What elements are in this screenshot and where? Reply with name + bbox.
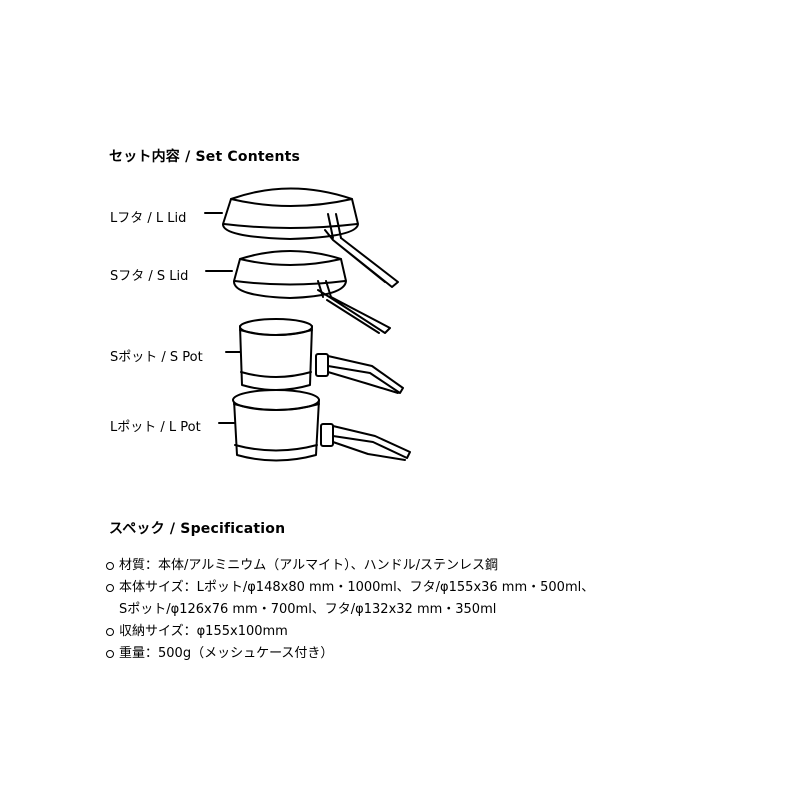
- spec-item-body-size: 本体サイズ：Lポット/φ148x80 mm・1000ml、フタ/φ155x36 …: [106, 577, 594, 621]
- l-lid-drawing: [222, 187, 399, 288]
- l-pot-label: Lポット / L Pot: [110, 420, 201, 435]
- l-pot-drawing: [232, 389, 411, 462]
- set-contents-heading: セット内容 / Set Contents: [109, 149, 301, 165]
- s-lid-drawing: [233, 250, 391, 334]
- s-pot-drawing: [239, 318, 404, 394]
- spec-item-text: 材質：本体/アルミニウム（アルマイト）、ハンドル/ステンレス鋼: [119, 558, 499, 573]
- spec-item-continuation: Sポット/φ126x76 mm・700ml、フタ/φ132x32 mm・350m…: [119, 602, 497, 617]
- s-lid-label: Sフタ / S Lid: [110, 269, 189, 284]
- spec-list: 材質：本体/アルミニウム（アルマイト）、ハンドル/ステンレス鋼 本体サイズ：Lポ…: [106, 555, 594, 665]
- spec-item-text: 本体サイズ：Lポット/φ148x80 mm・1000ml、フタ/φ155x36 …: [119, 580, 595, 595]
- specification-heading: スペック / Specification: [109, 521, 286, 537]
- s-pot-label: Sポット / S Pot: [110, 350, 203, 365]
- spec-item-material: 材質：本体/アルミニウム（アルマイト）、ハンドル/ステンレス鋼: [106, 555, 594, 577]
- bullet-icon: [106, 650, 114, 658]
- spec-item-storage-size: 収納サイズ：φ155x100mm: [106, 621, 594, 643]
- leader-lines: [204, 212, 241, 424]
- bullet-icon: [106, 562, 114, 570]
- spec-item-weight: 重量：500g（メッシュケース付き）: [106, 643, 594, 665]
- l-lid-label: Lフタ / L Lid: [110, 211, 187, 226]
- bullet-icon: [106, 628, 114, 636]
- bullet-icon: [106, 584, 114, 592]
- spec-item-text: 収納サイズ：φ155x100mm: [119, 624, 288, 639]
- spec-item-text: 重量：500g（メッシュケース付き）: [119, 646, 334, 661]
